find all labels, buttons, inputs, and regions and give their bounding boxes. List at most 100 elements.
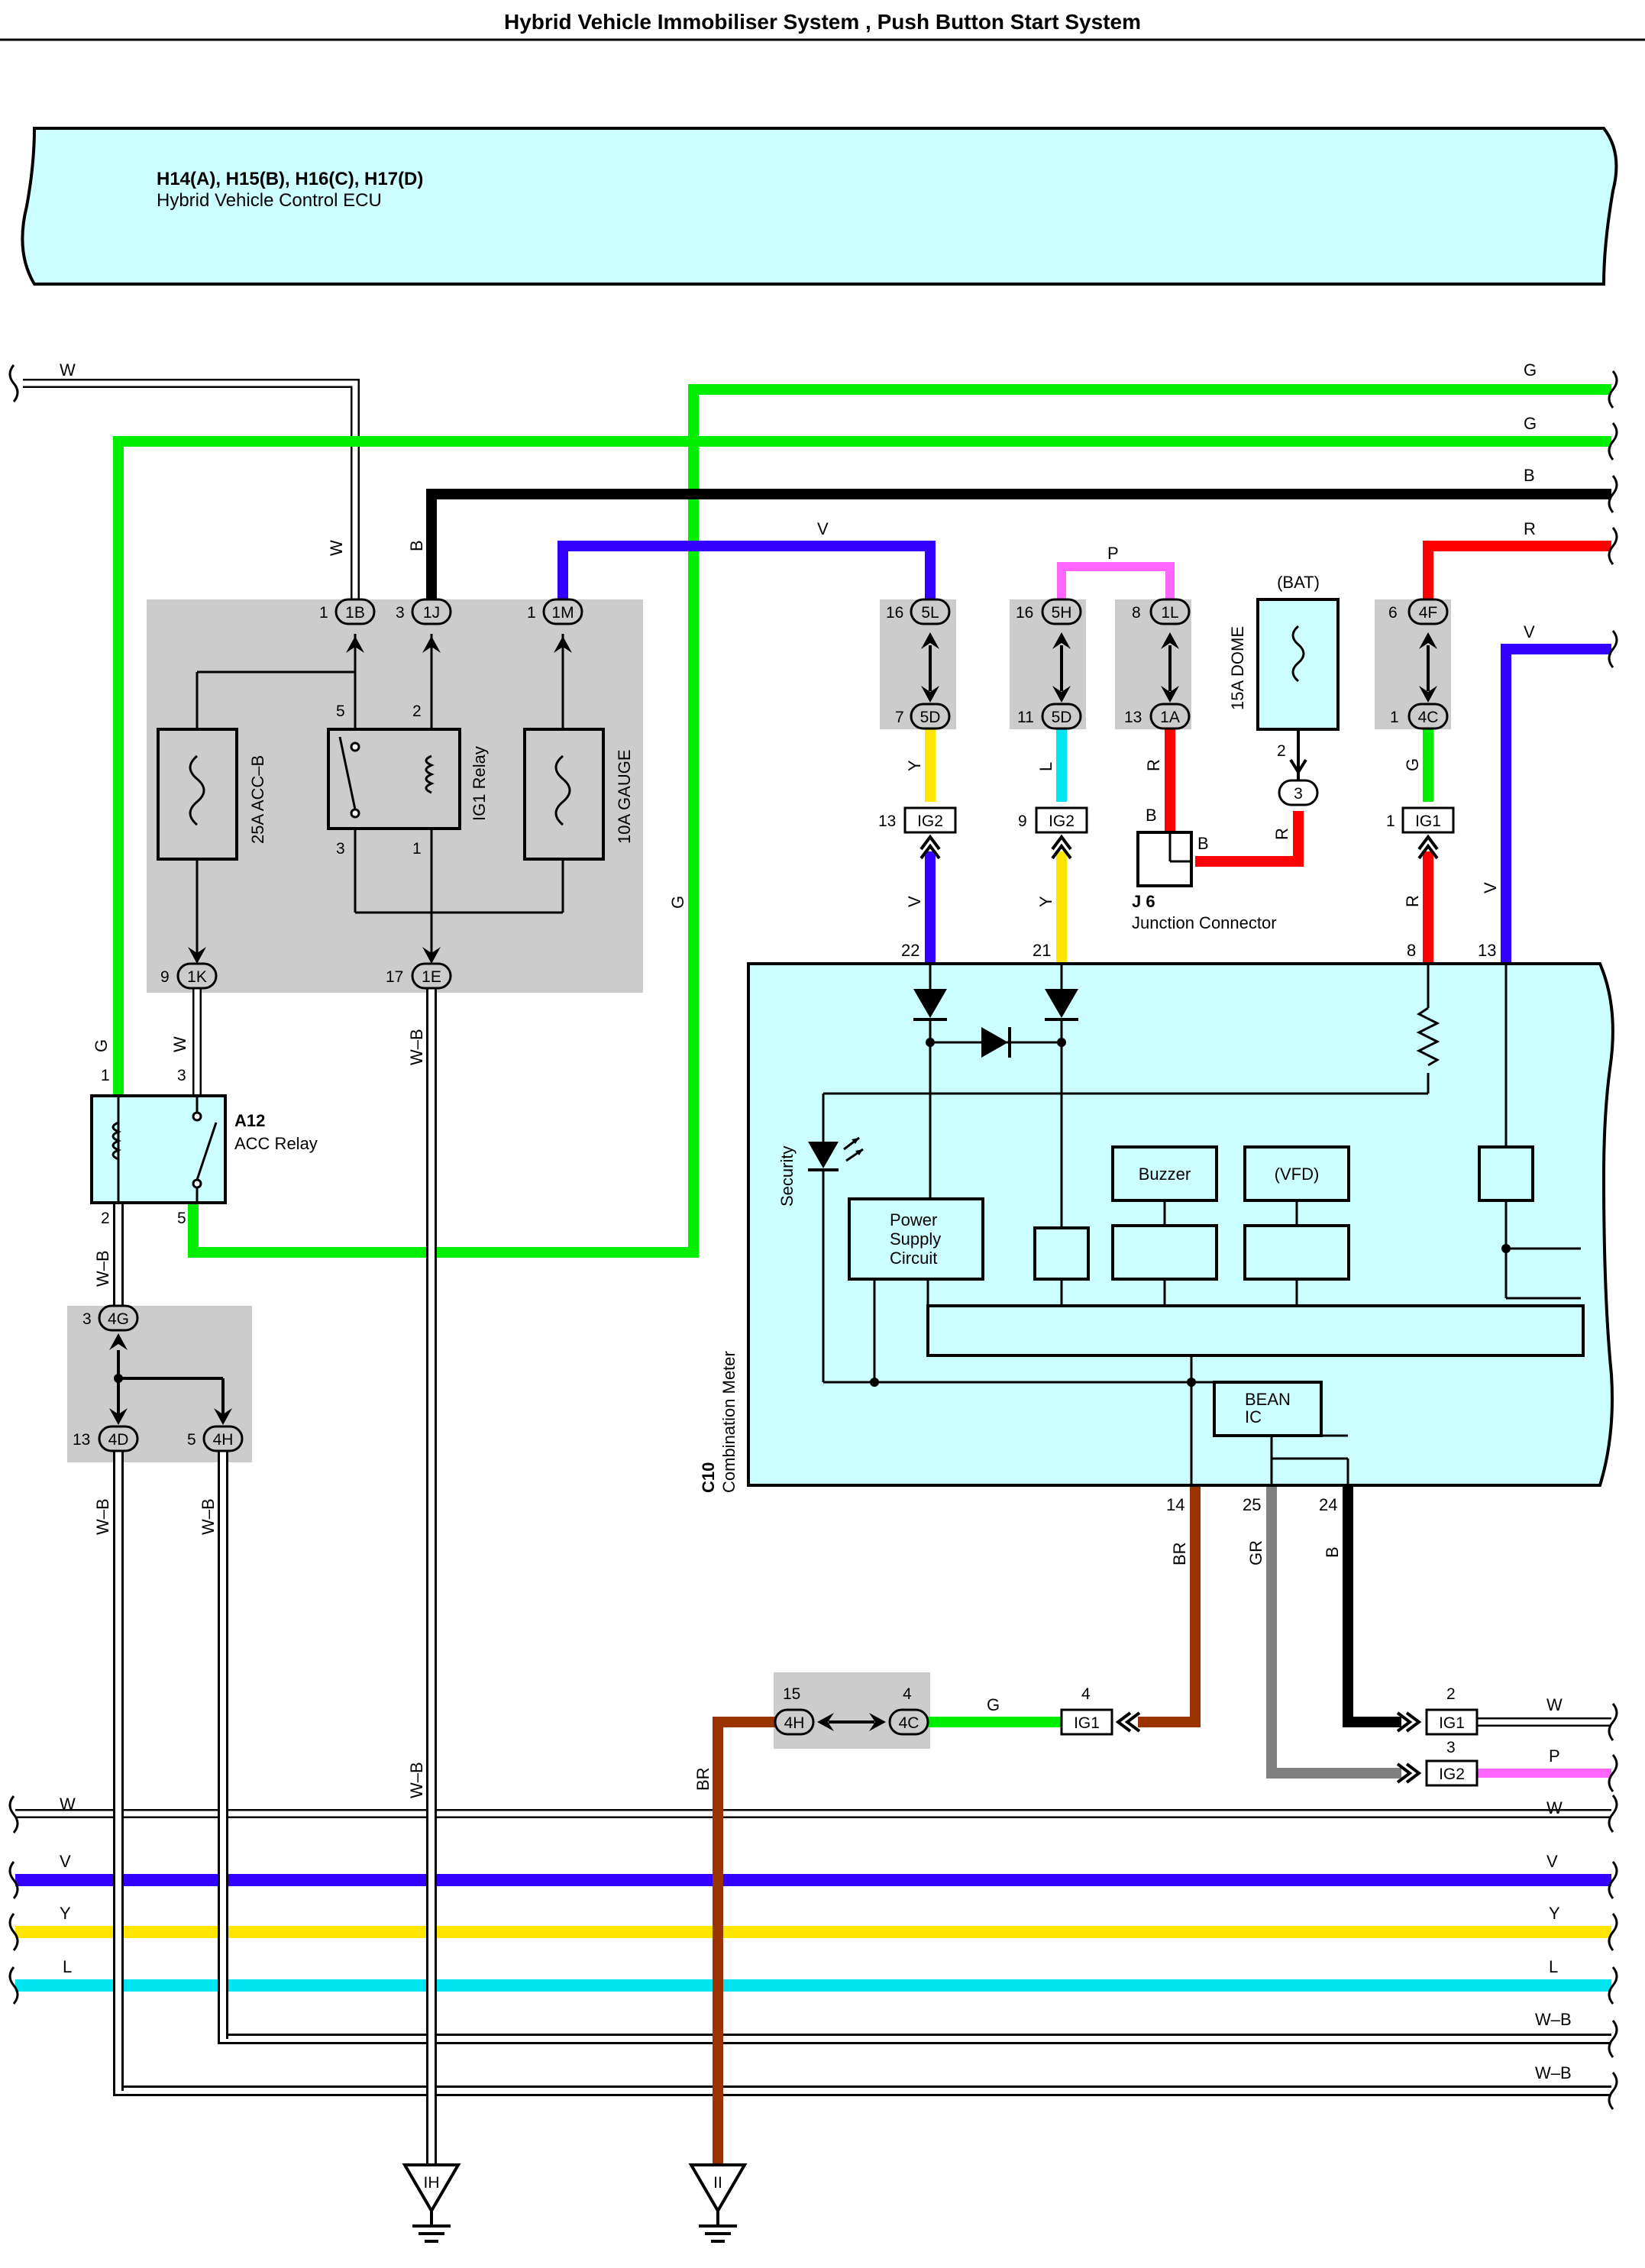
j6-b2: B: [1197, 834, 1209, 853]
security-label: Security: [777, 1146, 797, 1207]
wire-b: [426, 489, 1611, 607]
svg-text:IG1: IG1: [1074, 1714, 1100, 1732]
svg-text:1J: 1J: [423, 604, 440, 622]
svg-text:15: 15: [783, 1685, 800, 1703]
svg-text:W–B: W–B: [407, 1029, 426, 1065]
svg-text:1: 1: [1390, 709, 1399, 726]
wire-r-dome: [1195, 811, 1304, 867]
resistor-icon: [1416, 1006, 1440, 1067]
arrow-marks: [188, 636, 572, 964]
diode-22-icon: [913, 989, 947, 1021]
svg-text:1K: 1K: [187, 968, 207, 986]
svg-text:4G: 4G: [108, 1310, 129, 1328]
svg-text:Y: Y: [60, 1904, 71, 1923]
meter-pin-22: 22: [901, 941, 919, 960]
wire-g-2: [113, 436, 1611, 1096]
j6-ref: J 6: [1132, 892, 1155, 911]
svg-text:IG2: IG2: [1049, 813, 1075, 830]
svg-text:GR: GR: [1246, 1540, 1265, 1565]
conn-ig1-c: IG1 2: [1396, 1685, 1479, 1736]
relay-pin-5: 5: [336, 703, 345, 720]
j6-b1: B: [1146, 806, 1157, 825]
ground-ih: IH: [402, 2163, 461, 2243]
svg-text:W: W: [60, 1795, 76, 1814]
svg-text:W: W: [327, 540, 346, 556]
meter-name: Combination Meter: [719, 1351, 738, 1493]
conn-4d: 4D 13: [73, 1425, 139, 1452]
conn-5d-a: 5D 7: [895, 703, 951, 730]
conn-4c-b: 4C 4: [888, 1685, 929, 1736]
svg-text:3: 3: [82, 1310, 92, 1328]
svg-text:4: 4: [1081, 1685, 1091, 1703]
ps-line-2: Supply: [890, 1229, 941, 1249]
diode-bridge-icon: [981, 1027, 1011, 1058]
coil-icon: [425, 754, 435, 794]
junction-internals: [196, 634, 564, 962]
svg-text:11: 11: [1017, 709, 1034, 726]
svg-text:R: R: [1403, 895, 1422, 907]
svg-text:5D: 5D: [1052, 709, 1072, 726]
svg-text:IG2: IG2: [917, 813, 943, 830]
fuse-symbol-dome: [1291, 625, 1305, 683]
meter-pin-24: 24: [1319, 1495, 1337, 1514]
svg-text:G: G: [92, 1039, 111, 1052]
svg-text:W–B: W–B: [93, 1250, 112, 1287]
svg-text:L: L: [1549, 1957, 1558, 1976]
fuse-acc-label: 25A ACC–B: [248, 755, 267, 844]
relay-pin-2: 2: [412, 703, 422, 720]
svg-text:W: W: [170, 1036, 189, 1052]
svg-text:V: V: [1546, 1852, 1558, 1871]
svg-text:1M: 1M: [551, 604, 574, 622]
svg-text:W–B: W–B: [407, 1762, 426, 1798]
svg-text:G: G: [668, 896, 687, 909]
svg-text:4H: 4H: [784, 1714, 805, 1732]
conn-4h-b: 4H 15: [774, 1685, 815, 1736]
bean-line-2: IC: [1245, 1407, 1262, 1426]
fuse-symbol-gauge: [554, 754, 571, 826]
acc-pin-2: 2: [101, 1210, 110, 1227]
meter-pin-8: 8: [1407, 941, 1416, 960]
vfd-label: (VFD): [1275, 1165, 1320, 1184]
meter-pin-13: 13: [1478, 941, 1496, 960]
svg-text:3: 3: [396, 604, 405, 622]
svg-text:4D: 4D: [108, 1431, 129, 1449]
svg-text:B: B: [407, 540, 426, 551]
svg-text:W: W: [1546, 1798, 1563, 1817]
meter-pin-21: 21: [1033, 941, 1051, 960]
acc-pin-1: 1: [101, 1067, 110, 1084]
svg-text:B: B: [1323, 1546, 1342, 1558]
relay-pin-1: 1: [412, 840, 422, 858]
fuse-gauge: [523, 728, 605, 861]
wire-br-ground: [713, 1717, 794, 2180]
wire-labels: W G G B R V V P W B G G W W–B W–B W–B W–…: [60, 360, 1572, 2082]
svg-text:G: G: [987, 1695, 1000, 1714]
hybrid-ecu-box: [21, 127, 1618, 286]
break-marks: [8, 364, 1618, 2110]
diode-21-icon: [1045, 989, 1078, 1021]
svg-text:W–B: W–B: [199, 1498, 218, 1535]
ecu-ref: H14(A), H15(B), H16(C), H17(D): [157, 169, 423, 189]
conn-5h: 5H 16: [1016, 598, 1082, 625]
arrow-4d: [109, 1408, 128, 1425]
svg-text:1E: 1E: [422, 968, 441, 986]
bean-ic: [1213, 1381, 1323, 1437]
ecu-name: Hybrid Vehicle Control ECU: [157, 190, 382, 211]
vfd-driver-box: [1243, 1224, 1350, 1281]
wire-w-top: [23, 379, 360, 607]
wire-v-top: [557, 541, 936, 611]
wb-crossings: [113, 1795, 437, 2180]
conn-1e: 1E 17: [386, 962, 452, 990]
svg-text:13: 13: [1124, 709, 1142, 726]
svg-text:V: V: [1524, 622, 1535, 641]
conn-ig2-b: IG2 9: [1018, 806, 1088, 860]
conn-1b: 1B 1: [319, 598, 376, 625]
svg-text:7: 7: [895, 709, 904, 726]
svg-text:9: 9: [160, 968, 170, 986]
svg-text:5H: 5H: [1052, 604, 1072, 622]
conn-5d-b: 5D 11: [1017, 703, 1082, 730]
junction-block: [147, 599, 643, 993]
conn-ig1-a: IG1 1: [1386, 806, 1455, 860]
svg-text:13: 13: [73, 1431, 90, 1449]
cpu-bus: [926, 1304, 1585, 1357]
